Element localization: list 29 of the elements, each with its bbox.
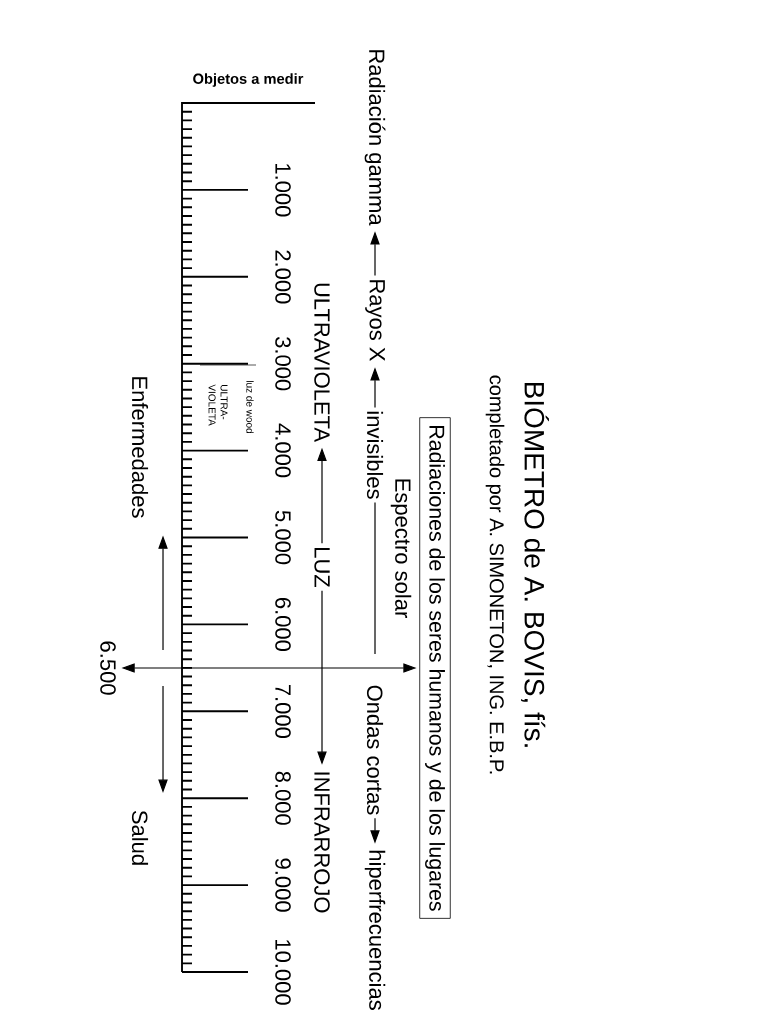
small-label: ULTRA- VIOLETA (208, 384, 228, 426)
scale-number: 2.000 (275, 250, 291, 304)
scale-number: 6.000 (275, 598, 291, 652)
label-text: INFRARROJO (314, 772, 330, 913)
scale-number: 5.000 (275, 510, 291, 565)
scale-number: 7.000 (275, 684, 291, 738)
label-text: invisibles (366, 411, 384, 499)
label-text: hiperfrecuencias (364, 850, 386, 1010)
scale-number: 8.000 (275, 771, 291, 825)
label-text: 6.500 (100, 641, 116, 695)
label-text: Salud (131, 810, 149, 865)
subtitle: completado por A. SIMONETON, ING. E.B.P. (485, 375, 505, 774)
label-text: Enfermedades (131, 377, 149, 518)
label-text: Rayos X (365, 280, 385, 362)
title-box: Radiaciones de los seres humanos y de los lugares (419, 417, 451, 919)
scale-number: 3.000 (275, 337, 291, 391)
label-text: Espectro solar (390, 479, 412, 618)
connector-line (374, 501, 376, 655)
scale-number: 4.000 (275, 423, 291, 478)
label-text: Radiación gamma (364, 50, 386, 226)
heading: Objetos a medir (193, 73, 304, 87)
label-text: Ondas cortas (366, 685, 384, 815)
small-label: luz de wood (246, 381, 254, 433)
scale-number: 10.000 (275, 940, 291, 1005)
label-text: ULTRAVIOLETA (314, 283, 330, 443)
title: BIÓMETRO de A. BOVIS, fís. (521, 382, 549, 747)
scale-number: 1.000 (275, 164, 291, 217)
label-text: LUZ (314, 548, 330, 588)
scale-number: 9.000 (275, 858, 291, 912)
